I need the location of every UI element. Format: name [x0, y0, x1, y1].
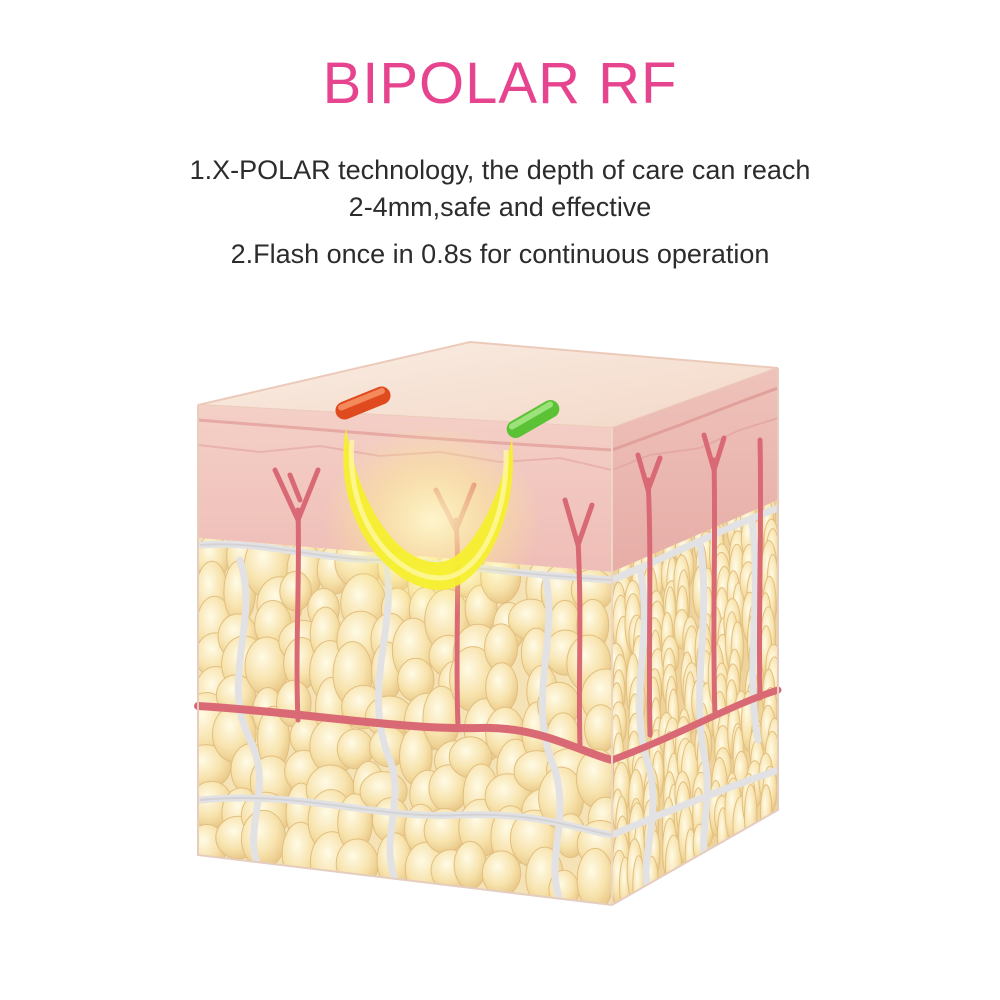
rf-glow-halo [322, 425, 542, 615]
feature-2-line-1: 2.Flash once in 0.8s for continuous oper… [230, 239, 770, 269]
fat-globule [760, 784, 773, 840]
dermis-side [612, 368, 778, 572]
feature-2: 2.Flash once in 0.8s for continuous oper… [0, 236, 1000, 273]
feature-1-line-2: 2-4mm,safe and effective [348, 192, 652, 222]
page-title: BIPOLAR RF [322, 51, 678, 116]
fat-globule [485, 662, 519, 713]
red-electrode [335, 386, 391, 420]
fat-globule [481, 850, 522, 897]
fat-globule [632, 855, 646, 905]
feature-1: 1.X-POLAR technology, the depth of care … [0, 152, 1000, 226]
fat-globule [453, 840, 487, 890]
fat-globule [335, 838, 379, 889]
fat-globule [240, 809, 287, 869]
fat-globule [744, 784, 758, 848]
feature-1-line-1: 1.X-POLAR technology, the depth of care … [189, 155, 811, 185]
fat-globule [576, 847, 612, 905]
green-electrode [506, 400, 560, 438]
